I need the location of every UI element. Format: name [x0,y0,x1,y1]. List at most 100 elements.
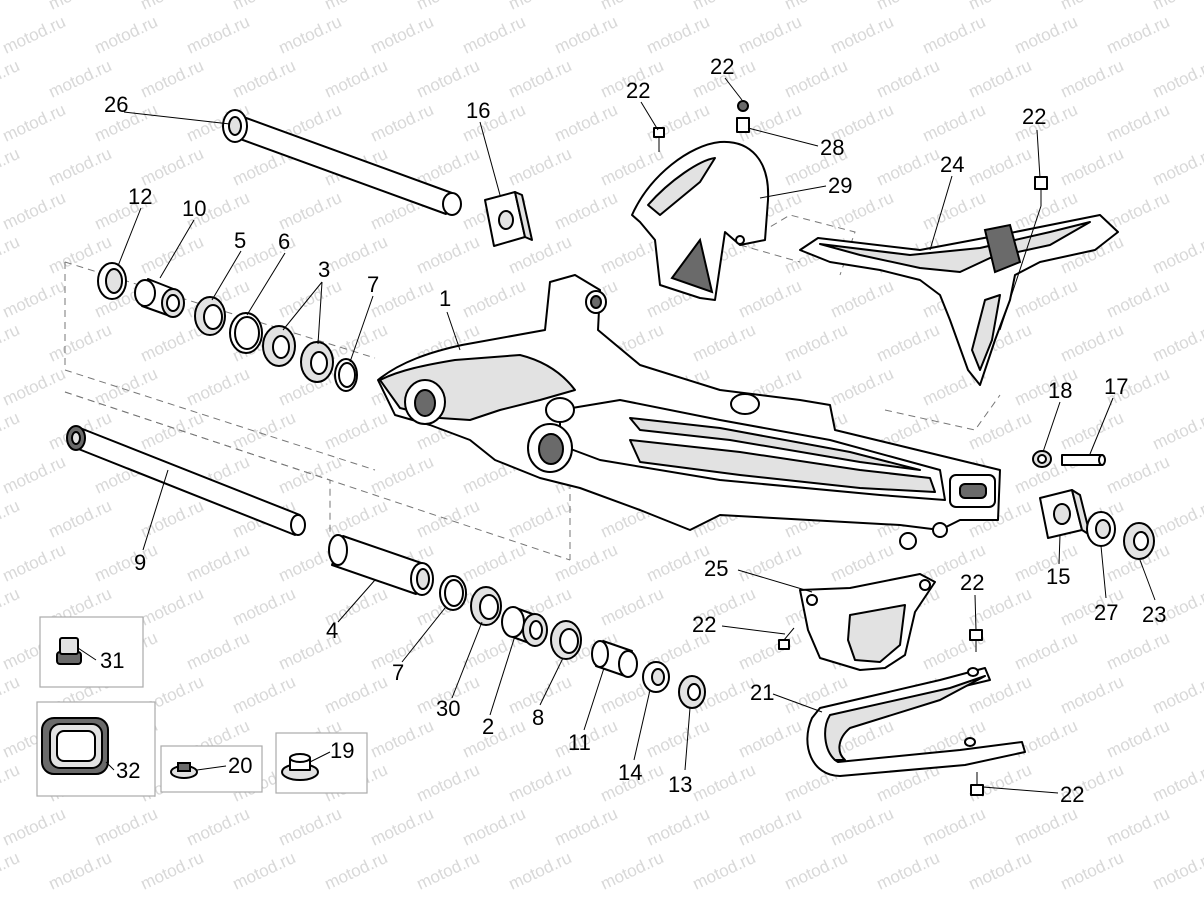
callout-15: 15 [1046,564,1070,589]
watermark-text: motod.ru [322,0,391,14]
screw-22-slider-bottom [970,772,984,796]
watermark-text: motod.ru [276,804,345,850]
watermark-text: motod.ru [782,0,851,14]
callout-11: 11 [568,730,591,755]
watermark-text: motod.ru [1012,628,1081,674]
bushing-11 [591,640,638,678]
seal-5 [194,296,226,336]
watermark-text: motod.ru [276,188,345,234]
watermark-text: motod.ru [828,540,897,586]
watermark-text: motod.ru [0,12,68,58]
ring-6 [229,312,263,354]
watermark-text: motod.ru [0,408,22,454]
callout-24: 24 [940,152,964,177]
bearing-3a [262,325,296,367]
watermark-text: motod.ru [736,804,805,850]
callout-27: 27 [1094,600,1118,625]
watermark-text: motod.ru [690,0,759,14]
watermark-text: motod.ru [92,540,161,586]
callout-6: 6 [278,229,290,254]
watermark-text: motod.ru [0,320,22,366]
callout-23: 23 [1142,602,1166,627]
watermark-text: motod.ru [230,672,299,718]
watermark-text: motod.ru [1104,716,1173,762]
watermark-text: motod.ru [920,188,989,234]
watermark-text: motod.ru [322,56,391,102]
watermark-text: motod.ru [1104,804,1173,850]
watermark-text: motod.ru [460,12,529,58]
bearing-3b [300,341,334,383]
watermark-text: motod.ru [966,848,1035,894]
callout-1: 1 [439,286,451,311]
inset-part-32 [41,717,109,775]
watermark-text: motod.ru [1104,628,1173,674]
watermark-text: motod.ru [0,496,22,542]
watermark-text: motod.ru [1150,320,1204,366]
watermark-text: motod.ru [0,276,68,322]
watermark-text: motod.ru [322,672,391,718]
watermark-text: motod.ru [552,12,621,58]
watermark-text: motod.ru [1150,232,1204,278]
nut-13 [678,675,706,709]
watermark-text: motod.ru [138,56,207,102]
watermark-text: motod.ru [0,452,68,498]
callout-7-lower: 7 [392,660,404,685]
callout-10: 10 [182,196,206,221]
axle-pin-lower [66,425,306,536]
callout-22-guard: 22 [626,78,650,103]
watermark-text: motod.ru [230,0,299,14]
seal-8 [550,620,582,660]
watermark-text: motod.ru [552,804,621,850]
watermark-text: motod.ru [0,100,68,146]
watermark-text: motod.ru [460,804,529,850]
watermark-text: motod.ru [46,144,115,190]
bushing-10 [134,278,185,318]
callout-26: 26 [104,92,128,117]
watermark-text: motod.ru [552,100,621,146]
watermark-text: motod.ru [0,672,22,718]
callout-2: 2 [482,714,494,739]
watermark-text: motod.ru [828,364,897,410]
nut-23 [1123,522,1155,560]
adjuster-block-15 [1039,489,1091,539]
callout-22-top: 22 [710,54,734,79]
watermark-text: motod.ru [0,584,22,630]
watermark-text: motod.ru [644,804,713,850]
watermark-text: motod.ru [0,848,22,894]
callout-4: 4 [326,618,338,643]
callout-8: 8 [532,705,544,730]
watermark-text: motod.ru [506,760,575,806]
inset-part-20 [170,762,198,779]
watermark-text: motod.ru [184,364,253,410]
watermark-text: motod.ru [138,232,207,278]
watermark-text: motod.ru [1150,848,1204,894]
inset-box-31 [39,616,144,688]
watermark-text: motod.ru [644,12,713,58]
watermark-text: motod.ru [1058,320,1127,366]
nut-22-top [737,100,749,112]
watermark-text: motod.ru [1104,12,1173,58]
callout-labels: 26 16 22 22 22 28 29 24 12 10 5 6 3 7 1 … [100,54,1166,807]
washer-14 [642,661,670,693]
watermark-text: motod.ru [414,0,483,14]
screw-22-guard [653,127,665,152]
watermark-text: motod.ru [920,12,989,58]
watermark-text: motod.ru [1012,804,1081,850]
watermark-text: motod.ru [874,0,943,14]
watermark-text: motod.ru [184,12,253,58]
watermark-text: motod.ru [46,848,115,894]
watermark-text: motod.ru [506,144,575,190]
watermark-text: motod.ru [506,496,575,542]
watermark-text: motod.ru [506,0,575,14]
axle-pin-upper [222,109,462,216]
watermark-text: motod.ru [138,408,207,454]
watermark-text: motod.ru [1058,0,1127,14]
watermark-text: motod.ru [1058,408,1127,454]
watermark-text: motod.ru [966,760,1035,806]
leader-lines [77,77,1156,794]
clip-28 [736,117,750,133]
watermark-text: motod.ru [414,760,483,806]
callout-29: 29 [828,173,852,198]
watermark-text: motod.ru [1058,672,1127,718]
